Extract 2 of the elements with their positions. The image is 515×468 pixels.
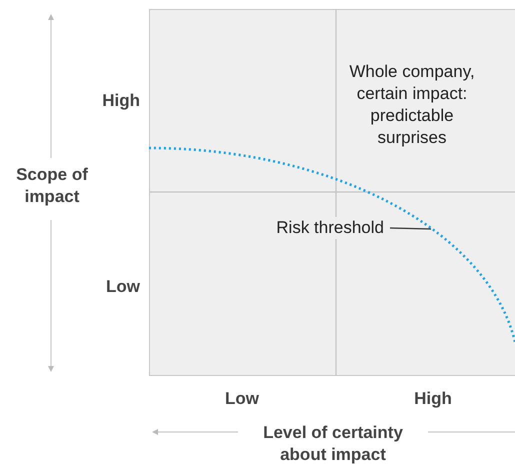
risk-threshold-curve: [148, 146, 515, 342]
leader-line: [390, 227, 432, 230]
